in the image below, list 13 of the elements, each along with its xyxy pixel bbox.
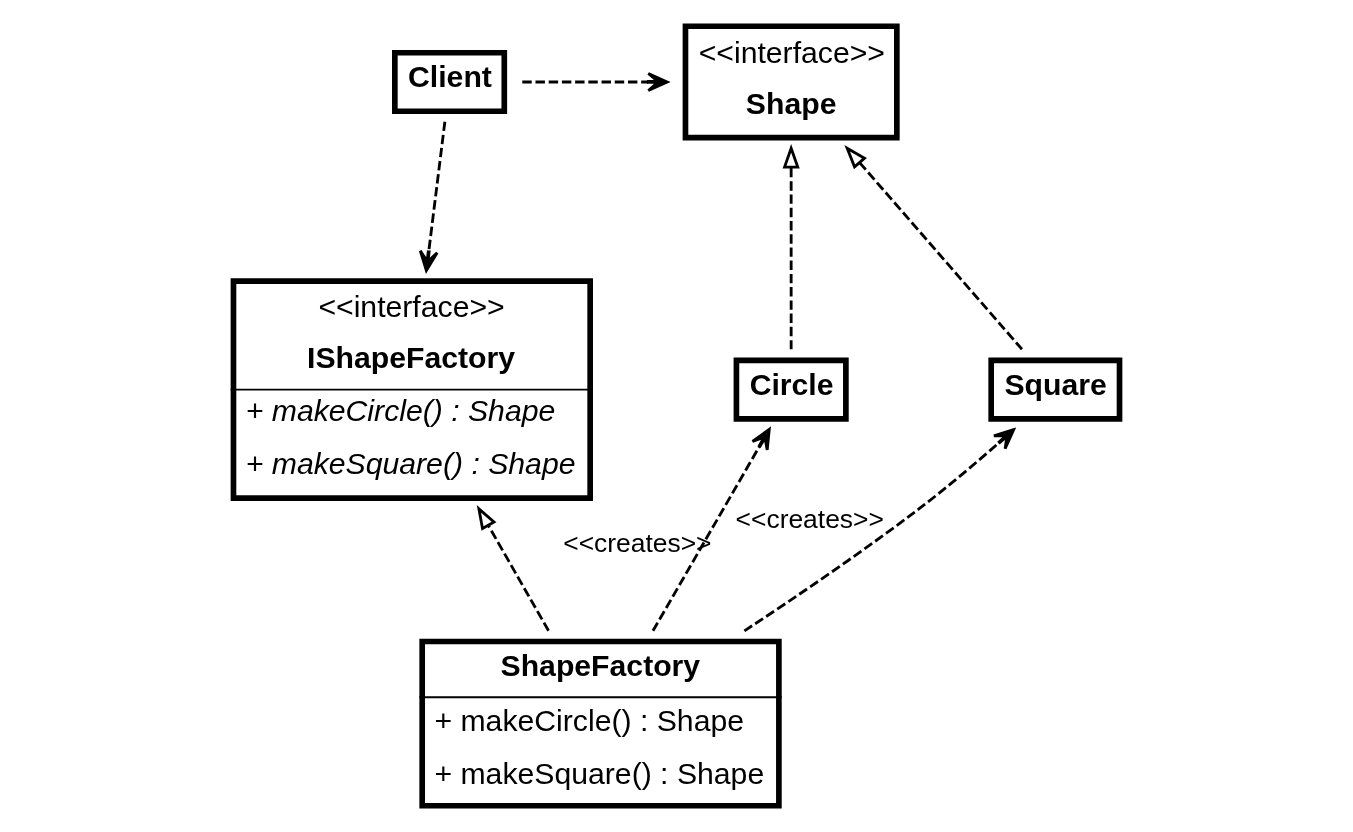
arrow [844,145,1023,351]
arrow [782,144,800,350]
arrow [743,428,1016,633]
node-box: Square [988,357,1123,422]
arrow [476,505,550,632]
arrow [651,427,771,632]
arrow [418,121,447,272]
edge-label: <<creates>> [735,504,884,535]
node-box: <<interface>> Shape [682,23,900,141]
node-box: Client [392,49,508,115]
arrow [522,72,669,92]
node-box: Circle [733,357,849,422]
edge-label: <<creates>> [563,527,712,558]
